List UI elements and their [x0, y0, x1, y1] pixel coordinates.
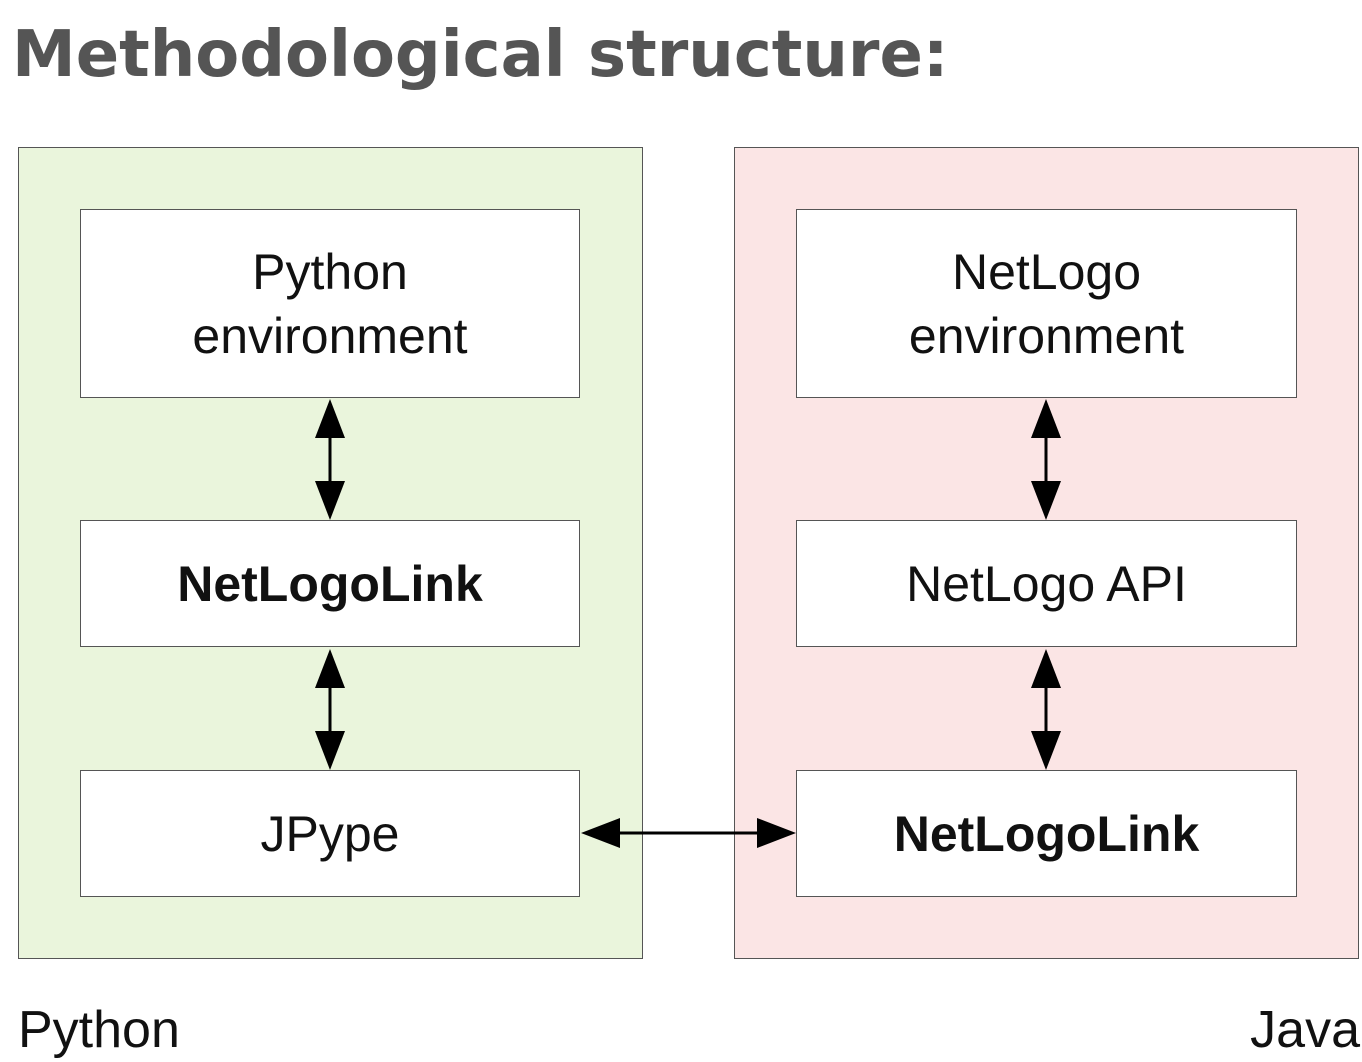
netlogo-api-label: NetLogo API — [906, 555, 1187, 612]
python-environment-label: Python environment — [192, 243, 468, 364]
python-footer-label: Python — [18, 1001, 180, 1059]
netlogolink-java-label: NetLogoLink — [893, 805, 1200, 862]
netlogolink-python-box: NetLogoLink — [80, 520, 580, 647]
netlogo-environment-box: NetLogo environment — [796, 209, 1297, 398]
netlogo-environment-label: NetLogo environment — [908, 243, 1185, 364]
netlogolink-python-label: NetLogoLink — [177, 555, 483, 612]
netlogolink-java-box: NetLogoLink — [796, 770, 1297, 897]
netlogo-api-box: NetLogo API — [796, 520, 1297, 647]
java-footer-label: Java — [1250, 1001, 1360, 1059]
jpype-box: JPype — [80, 770, 580, 897]
page-title: Methodological structure: — [12, 18, 949, 92]
python-environment-box: Python environment — [80, 209, 580, 398]
jpype-label: JPype — [260, 805, 400, 862]
